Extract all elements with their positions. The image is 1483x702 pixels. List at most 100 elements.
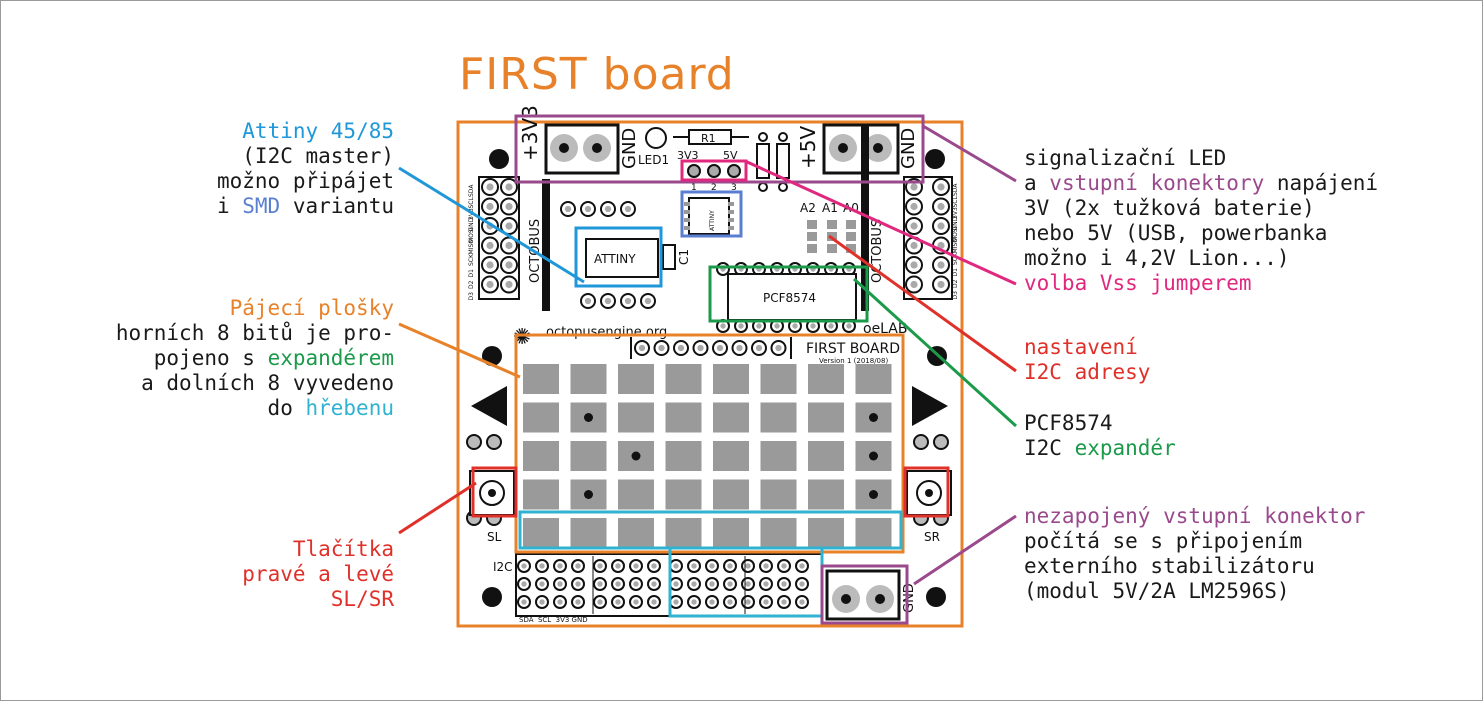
label-a2: A2 — [800, 201, 816, 215]
note-attiny-line4: i SMD variantu — [216, 194, 394, 218]
matrix-pad — [570, 364, 607, 394]
capacitor-c2 — [756, 143, 770, 179]
header-pin-label: GND — [468, 217, 475, 231]
pin-hole — [604, 297, 612, 305]
note-pads-line2: horních 8 bitů je pro- — [115, 321, 394, 345]
pin-hole — [937, 183, 945, 191]
pin-hole — [486, 261, 494, 269]
label-first-board: FIRST BOARD — [806, 341, 900, 357]
note-pads-line3: pojeno s expandérem — [153, 346, 394, 370]
pin-hole — [584, 297, 592, 305]
pin-hole — [799, 563, 805, 569]
label-j-3: 3 — [731, 183, 737, 193]
label-j-1: 1 — [691, 183, 697, 193]
matrix-pad — [808, 479, 844, 510]
matrix-pad — [713, 364, 749, 394]
matrix-pad — [665, 402, 702, 433]
pin-hole — [505, 183, 513, 191]
pin-hole — [557, 563, 563, 569]
matrix-pad — [760, 479, 797, 510]
label-pcf: PCF8574 — [763, 291, 816, 305]
attiny-chip — [585, 238, 659, 278]
matrix-dot — [584, 490, 593, 499]
label-r1: R1 — [701, 132, 716, 145]
octobus-rail-right — [861, 125, 869, 311]
pin-hole — [505, 202, 513, 211]
note-attiny: Attiny 45/85 (I2C master) možno připájet… — [217, 119, 394, 219]
note-pads-line5: do hřebenu — [267, 396, 394, 420]
pin-hole — [756, 323, 762, 329]
pin-hole — [716, 344, 724, 352]
pin-hole — [644, 297, 652, 305]
note-pads: Pájecí plošky horních 8 bitů je pro- poj… — [116, 296, 394, 421]
header-pin-label: D3 — [952, 291, 959, 300]
note-pads-line1: Pájecí plošky — [229, 296, 394, 320]
label-a1: A1 — [822, 201, 838, 215]
pin-hole — [615, 563, 621, 569]
pin-hole — [781, 563, 787, 569]
header-pin-label: D1 — [468, 269, 475, 278]
label-site: octopusengine.org — [546, 325, 667, 340]
pin-hole — [615, 581, 621, 587]
note-power-line1: signalizační LED — [1024, 146, 1227, 170]
note-expander-line2: I2C expandér — [1024, 436, 1176, 460]
pin-hole — [624, 205, 632, 213]
header-pin-label: SDA — [952, 183, 959, 196]
pin-hole — [727, 581, 733, 587]
matrix-pad — [618, 518, 654, 548]
pin-hole — [691, 581, 697, 587]
pin-hole — [910, 241, 918, 250]
pin-hole — [597, 563, 603, 569]
pin-hole — [539, 563, 545, 569]
note-attiny-line1: Attiny 45/85 — [242, 119, 394, 143]
pin-hole — [505, 261, 513, 269]
arrow-right-icon — [912, 386, 948, 426]
leader-pcf — [852, 277, 1018, 428]
pin-hole — [539, 581, 545, 587]
pin-hole — [486, 202, 494, 211]
header-pin-label: MOSI — [468, 227, 475, 243]
highlight-jumper — [680, 159, 748, 182]
pin-hole — [738, 323, 744, 329]
pin-hole — [799, 581, 805, 587]
matrix-pad — [713, 402, 749, 433]
pin-hole — [792, 323, 798, 329]
capacitor-c1 — [662, 244, 676, 270]
pin-hole — [633, 581, 639, 587]
header-pin-label: GND — [952, 216, 959, 230]
label-sl: SL — [487, 530, 502, 544]
pin-hole — [937, 222, 945, 230]
terminal-3v3 — [544, 123, 620, 175]
header-pin-label: MISO — [952, 238, 959, 254]
pin-hole — [727, 563, 733, 569]
pin-hole — [521, 581, 527, 587]
pin-hole — [557, 599, 563, 605]
note-ext-line3: externího stabilizátoru — [1024, 554, 1315, 578]
leader-ext — [913, 514, 1017, 586]
header-pin-label: SCL — [468, 197, 475, 209]
pin-hole — [910, 183, 918, 191]
highlight-bottom-row — [518, 510, 903, 550]
note-power-line4: nebo 5V (USB, powerbanka — [1024, 221, 1328, 245]
label-smd-chip: ATTINY — [709, 210, 716, 231]
leader-address — [828, 234, 1017, 373]
matrix-pad — [618, 479, 654, 510]
pin-hole — [937, 261, 945, 269]
matrix-pad — [523, 479, 559, 510]
note-buttons-line3: SL/SR — [330, 587, 394, 611]
highlight-ext-connector — [820, 564, 909, 625]
pin-hole — [691, 563, 697, 569]
note-address-line1: nastavení — [1024, 335, 1138, 359]
pin-hole — [673, 581, 679, 587]
pin-hole — [677, 344, 685, 352]
pin-hole — [828, 323, 834, 329]
label-i2c: I2C — [493, 560, 513, 574]
pin-hole — [745, 599, 751, 605]
leader-pads — [398, 322, 521, 379]
leader-power — [922, 124, 1017, 183]
attiny-socket-pins — [560, 201, 656, 309]
note-buttons-line1: Tlačítka — [292, 537, 394, 561]
matrix-pad — [570, 441, 607, 471]
pin-hole — [575, 563, 581, 569]
